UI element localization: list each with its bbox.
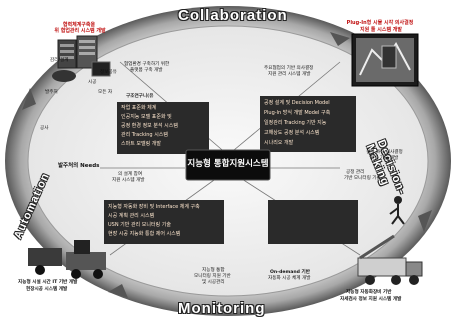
top-left-note-2: 플랫폼 구축 개발 bbox=[130, 68, 163, 73]
left-box-line: 인공지능 모델 표준화 및 bbox=[121, 114, 172, 120]
truck-illustration bbox=[357, 234, 423, 285]
bottom-left-title-2: 현장시공 시스템 개발 bbox=[26, 287, 68, 292]
bottom-center-note-2: 모니터링 지원 기반 bbox=[194, 274, 231, 279]
center-box bbox=[185, 149, 271, 181]
server-illustration bbox=[52, 35, 111, 82]
top-left-label-5: 공사 bbox=[40, 126, 49, 131]
center-title: 지능형 통합지원시스템 bbox=[187, 159, 269, 169]
worker-figure bbox=[389, 196, 405, 225]
top-left-title-2: 위 협업관리 시스템 개발 bbox=[54, 28, 106, 34]
ring-arrow-bottom bbox=[108, 284, 128, 298]
bottom-left-title-1: 지능형 시설 시간 IT 기반 개발 bbox=[18, 280, 78, 285]
bottom-center-note-1: 지능형 통합 bbox=[202, 268, 225, 273]
left-box-line: 공정 환경 정보 분석 시스템 bbox=[121, 123, 178, 129]
machinery-illustration bbox=[28, 240, 106, 279]
bottom-center-note-3: 및 시공관리 bbox=[202, 280, 225, 285]
left-box-line: 작업 표준화 체계 bbox=[121, 105, 157, 111]
left-box-line: 스마트 모델링 개발 bbox=[121, 141, 161, 147]
bottom-right-title-2: 자세검사 정보 지원 시스템 개발 bbox=[340, 297, 402, 302]
left-box-line: 관리 Tracking 시스템 bbox=[121, 132, 168, 138]
left-box bbox=[117, 102, 209, 154]
left-note-2: 지원 시스템 개발 bbox=[112, 178, 145, 183]
right-note-3: 공정 관리 bbox=[346, 170, 365, 175]
bottom-box-line: 지능형 자동화 장비 및 Interface 체계 구축 bbox=[108, 204, 200, 210]
top-left-note-1: 협업환경 구축하기 위한 bbox=[124, 62, 170, 67]
top-right-note-1: 주요협업의 기반 의사결정 bbox=[264, 66, 314, 71]
right-box bbox=[260, 96, 356, 152]
ring-arrow-right bbox=[418, 210, 432, 232]
monitor-illustration bbox=[351, 33, 419, 87]
top-left-label-4: 모든 자 bbox=[98, 90, 113, 95]
top-left-label-3: 감리/설계 bbox=[50, 58, 69, 63]
right-note-4: 기반 모니터링 기술 bbox=[344, 176, 381, 181]
top-right-note-2: 지원 관리 시스템 개발 bbox=[268, 72, 311, 77]
bottom-box-line: 현장 시공 지능화 통합 제어 시스템 bbox=[108, 231, 181, 237]
top-right-title-1: Plug-In형 시뮬 시각 의사결정 bbox=[346, 20, 414, 26]
right-box-line: 고해상도 공정 분석 시스템 bbox=[264, 130, 320, 136]
left-needs-label: 발주처의 Needs bbox=[58, 163, 100, 169]
bottom-right-title-1: 지능형 자동화장비 기반 bbox=[346, 290, 392, 295]
bottom-box-line: 시공 계획 관리 시스템 bbox=[108, 213, 155, 219]
bottom-box-line: USN 기반 관리 모니터링 기술 bbox=[108, 222, 171, 228]
bottom-box bbox=[104, 200, 224, 244]
top-left-label-1: 발주처 bbox=[45, 90, 58, 95]
bottom-right-note-1: On-demand 기반 bbox=[270, 270, 310, 275]
top-left-title-1: 협력체계구축을 bbox=[62, 22, 96, 28]
right-note-1: 설계 과정 의사결정 bbox=[366, 150, 403, 155]
bottom-right-box bbox=[268, 200, 358, 244]
top-left-label-2: 시공 bbox=[88, 80, 97, 85]
ring-arrow-left bbox=[22, 88, 36, 110]
right-box-line: Plug-In 방식 개발 Model 구축 bbox=[264, 110, 331, 116]
top-left-label-6: 정보공유 bbox=[100, 70, 117, 75]
right-note-2: 지원 기술 개발 bbox=[370, 156, 399, 161]
right-box-line: 시나리오 개발 bbox=[264, 140, 294, 146]
ring-label-monitoring: Monitoring bbox=[178, 300, 266, 317]
ring-arrow-top bbox=[330, 32, 350, 46]
right-box-line: 공정 설계 및 Decision Model bbox=[264, 100, 330, 106]
ring-label-collaboration: Collaboration bbox=[178, 7, 288, 24]
bottom-right-note-2: 자동화 시공 체계 개발 bbox=[268, 276, 311, 281]
left-note-1: 의 설계 참여 bbox=[118, 172, 143, 177]
right-box-line: 일정관리 Tracking 기반 지능 bbox=[264, 120, 327, 126]
left-box-header: 구조연구니(유 bbox=[126, 94, 154, 99]
top-right-title-2: 지원 툴 시스템 개발 bbox=[359, 27, 403, 33]
